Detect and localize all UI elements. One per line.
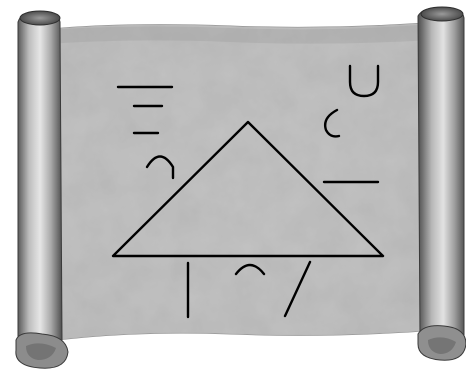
parchment-sheet (40, 22, 440, 342)
left-scroll-roller (16, 11, 68, 368)
right-roller-top-cap (421, 7, 463, 21)
left-roller-top-cap (20, 11, 60, 25)
right-scroll-roller (418, 7, 466, 360)
